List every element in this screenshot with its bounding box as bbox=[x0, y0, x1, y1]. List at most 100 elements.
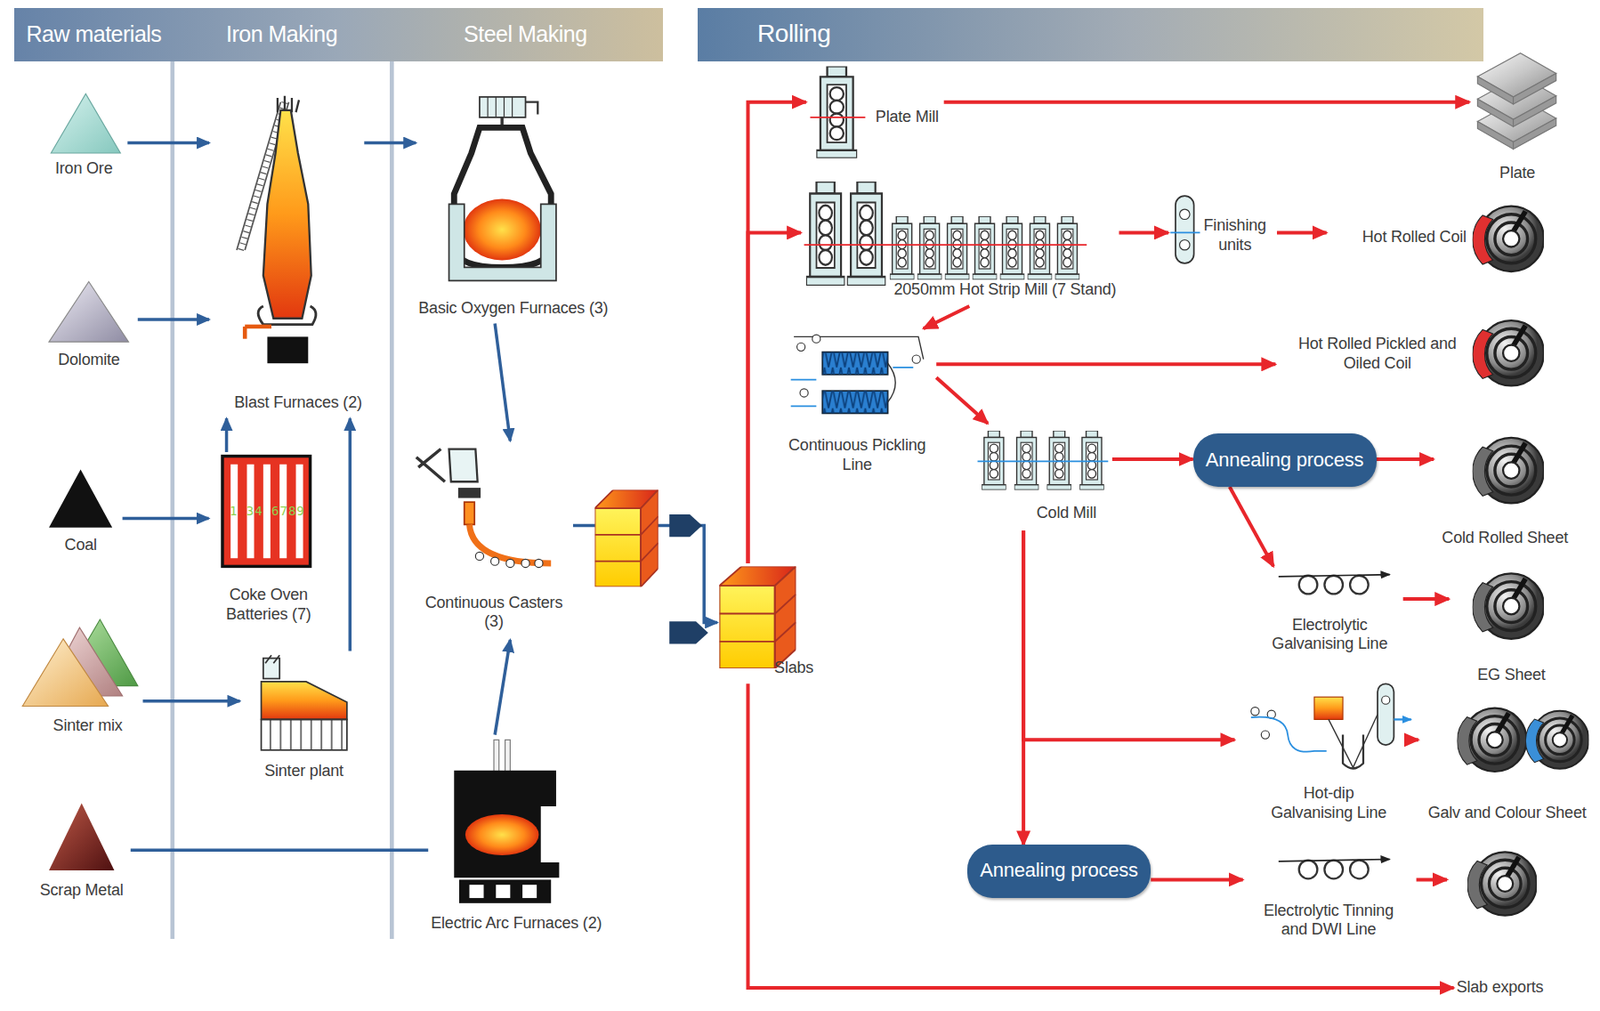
node-label: Scrap Metal bbox=[40, 880, 124, 901]
rolling-flow-arrow bbox=[748, 683, 1455, 988]
node-label: Continuous Casters (3) bbox=[417, 593, 571, 632]
raw-material: Coal bbox=[40, 465, 123, 559]
rolling-mill-stand bbox=[804, 66, 1109, 491]
pickling-line-icon bbox=[800, 388, 809, 397]
oxygen-furnace-icon bbox=[487, 96, 513, 118]
pickling-line-icon bbox=[822, 352, 888, 375]
oxygen-furnace-icon bbox=[463, 199, 542, 261]
rolling-mill-stand bbox=[1046, 430, 1072, 491]
column-divider bbox=[389, 61, 395, 939]
node-label: Coke Oven Batteries (7) bbox=[211, 585, 326, 624]
arc-furnace-icon bbox=[495, 884, 510, 898]
rolling-flow-arrow bbox=[944, 100, 1471, 105]
iron-making-unit: Sinter plant bbox=[239, 651, 363, 784]
galvanising-line-icon bbox=[1278, 574, 1390, 577]
slab-stack bbox=[719, 565, 796, 669]
pickling-line-icon bbox=[797, 342, 806, 351]
arc-furnace-icon bbox=[522, 884, 537, 898]
blast-furnace-icon bbox=[266, 336, 308, 364]
material-flow-arrow bbox=[137, 317, 210, 322]
material-pile bbox=[50, 93, 121, 154]
flow-chevron bbox=[669, 514, 703, 537]
steel-coil bbox=[1472, 320, 1544, 386]
caster-icon bbox=[458, 487, 481, 498]
pickling-line-icon bbox=[822, 352, 888, 375]
finishing-unit-icon bbox=[1170, 232, 1200, 235]
caster-icon bbox=[521, 558, 530, 567]
iron-making-unit: Blast Furnaces (2) bbox=[209, 93, 364, 419]
slab-stack bbox=[595, 489, 659, 587]
rolling-flow-arrow bbox=[1276, 230, 1327, 235]
steel-making-unit: Continuous Casters (3) bbox=[408, 440, 574, 640]
rolling-mill-stand bbox=[1027, 216, 1053, 280]
galvanising-line-icon bbox=[1381, 695, 1390, 704]
node-label: Electrolytic Galvanising Line bbox=[1266, 615, 1394, 655]
plate-stack bbox=[1477, 53, 1556, 150]
node-label: Slab exports bbox=[1456, 977, 1544, 998]
node-label: Sinter plant bbox=[264, 761, 344, 782]
arc-furnace-icon bbox=[453, 739, 559, 903]
caster-icon bbox=[468, 524, 551, 564]
steel-product: Plate bbox=[1469, 48, 1567, 187]
material-flow-arrow bbox=[494, 639, 510, 736]
process-illustration bbox=[22, 53, 1589, 939]
node-label: Electric Arc Furnaces (2) bbox=[430, 913, 602, 934]
sinter-plant-icon bbox=[265, 654, 280, 663]
caster-icon bbox=[491, 557, 500, 566]
rolling-flow-arrow bbox=[1376, 457, 1434, 461]
rolling-unit: Plate Mill bbox=[806, 63, 945, 162]
rolling-mill-stand bbox=[1055, 216, 1081, 280]
rolling-mill-stand bbox=[977, 460, 1109, 462]
coke-oven-icon bbox=[222, 456, 311, 567]
pickling-line-icon bbox=[888, 363, 897, 403]
node-label: Hot Rolled Pickled and Oiled Coil bbox=[1281, 334, 1474, 373]
rolling-flow-arrow bbox=[1112, 457, 1194, 461]
rolling-unit: 2050mm Hot Strip Mill (7 Stand) bbox=[800, 178, 1119, 307]
raw-material: Scrap Metal bbox=[37, 799, 131, 904]
node-label: Plate bbox=[1499, 163, 1536, 184]
process-pill: Annealing process bbox=[1193, 433, 1377, 487]
rolling-mill-stand bbox=[847, 181, 887, 286]
material-pile bbox=[22, 638, 108, 707]
galvanising-line-icon bbox=[1324, 575, 1343, 595]
finishing-unit-icon bbox=[1175, 195, 1195, 264]
pickling-line-icon bbox=[791, 334, 924, 413]
steel-product: Galv and Colour Sheet bbox=[1418, 688, 1591, 827]
material-flow-arrow bbox=[127, 141, 210, 146]
node-label: Cold Rolled Sheet bbox=[1441, 528, 1568, 549]
rolling-mill-stand bbox=[889, 216, 915, 280]
caster-icon bbox=[475, 551, 484, 560]
material-flow-arrow bbox=[130, 848, 429, 852]
arc-furnace-icon bbox=[453, 770, 559, 878]
rolling-flow-arrow bbox=[1023, 530, 1235, 740]
rolling-flow-arrow bbox=[748, 102, 807, 564]
pickling-line-icon bbox=[812, 334, 821, 343]
rolling-mill-stand bbox=[945, 216, 970, 280]
material-flow-arrow bbox=[122, 517, 210, 521]
steel-product: Hot Rolled Coil bbox=[1326, 192, 1547, 290]
node-label: Steel Making bbox=[463, 20, 588, 48]
coating-line: Hot-dip Galvanising Line bbox=[1234, 688, 1414, 837]
slab-product: Slabs bbox=[717, 563, 820, 684]
node-label: EG Sheet bbox=[1477, 665, 1545, 686]
node-label: Finishing units bbox=[1195, 216, 1275, 255]
oxygen-furnace-icon bbox=[453, 127, 551, 267]
node-label: Iron Ore bbox=[55, 159, 113, 179]
steel-coil bbox=[1467, 851, 1537, 915]
rolling-unit: Finishing units bbox=[1168, 193, 1277, 268]
rolling-flow-arrow bbox=[936, 377, 988, 424]
steel-coil bbox=[1472, 437, 1544, 503]
caster-icon bbox=[449, 449, 478, 483]
material-flow-arrow bbox=[225, 418, 229, 453]
export-output: Slab exports bbox=[1454, 974, 1552, 1003]
galvanising-line-icon bbox=[1324, 860, 1343, 880]
finishing-unit-icon bbox=[1179, 239, 1190, 250]
node-label: Dolomite bbox=[57, 350, 120, 371]
material-flow-arrow bbox=[363, 141, 416, 146]
galvanising-line-icon bbox=[1416, 877, 1447, 881]
rolling-mill-stand bbox=[981, 430, 1007, 491]
caster-icon bbox=[464, 501, 475, 525]
galvanising-line-icon bbox=[1251, 574, 1447, 881]
pickling-line-icon bbox=[912, 355, 921, 364]
